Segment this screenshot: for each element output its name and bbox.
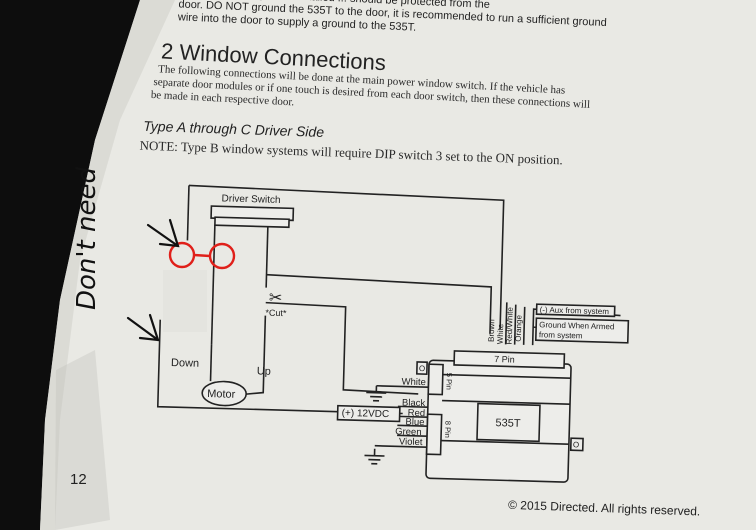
motor-lead-right (246, 367, 265, 395)
module-line-1 (442, 373, 571, 379)
wire-label-black: Black (402, 397, 426, 409)
outer-wire-top (188, 184, 505, 330)
page-curl-shade (40, 0, 175, 530)
switch-leg-down (210, 225, 216, 345)
switch-leg-up-upper (265, 226, 269, 288)
mount-tab-left (415, 361, 428, 375)
aux-label-box (535, 303, 616, 318)
arrow-lower-head (138, 313, 160, 342)
power-label: (+) 12VDC (342, 408, 390, 420)
ground-label-1: Ground When Armed (539, 320, 614, 331)
wire-label-red-white: Red/White (505, 306, 515, 344)
mount-tab-left-label: O (419, 364, 425, 373)
pin7-label: 7 Pin (494, 354, 515, 365)
module-line-3 (440, 439, 569, 445)
handwritten-note: Don't need (72, 167, 102, 310)
up-label: Up (257, 365, 271, 377)
driver-switch-base (214, 216, 290, 229)
arrow-upper-shaft (146, 223, 180, 248)
wire-to-orange (266, 273, 493, 334)
wiring-diagram: Driver Switch Motor Down Up ✂ *Cut* (156, 184, 630, 483)
motor-label: Motor (207, 388, 236, 401)
wire-drop-brown (504, 302, 508, 345)
aux-label: (-) Aux from system (540, 305, 610, 316)
power-label-box (336, 404, 401, 423)
wire-label-violet: Violet (399, 436, 423, 448)
wire-label-red: Red (408, 408, 426, 419)
connector-7pin (453, 350, 566, 369)
module-line-2 (442, 399, 571, 405)
wire-label-green: Green (395, 426, 422, 438)
wire-label-white-top: White (496, 323, 506, 344)
wire-white (376, 384, 429, 389)
connector-5pin (427, 363, 444, 396)
wire-label-white: White (401, 376, 426, 388)
down-label: Down (171, 357, 199, 370)
handwritten-arrows (126, 218, 180, 342)
ground-symbol-lower (364, 448, 385, 465)
outer-wire-left-lower (156, 319, 403, 415)
mount-tab-right-label: O (573, 440, 579, 449)
pin8-label: 8 Pin (443, 421, 452, 438)
red-circle-annotation (168, 241, 236, 270)
copyright: © 2015 Directed. All rights reserved. (508, 498, 701, 519)
ground-symbol-upper (366, 385, 387, 402)
wire-label-brown: Brown (487, 319, 497, 342)
pin5-label: 5 Pin (444, 373, 453, 390)
subheading: Type A through C Driver Side (143, 118, 324, 140)
wire-black (397, 405, 428, 409)
motor-lead-left (209, 344, 213, 382)
mount-tab-right (569, 437, 584, 452)
switch-leg-up-lower (263, 315, 267, 368)
wire-cut-to-module (265, 301, 419, 395)
arrow-lower-shaft (126, 316, 160, 342)
cut-label: *Cut* (265, 308, 287, 319)
wire-green (397, 434, 428, 437)
arrow-upper-head (158, 218, 180, 248)
outer-wire-left-upper (186, 185, 190, 241)
wire-violet (374, 444, 427, 448)
top-text-block: The 535T is going to be installed ... sh… (176, 0, 607, 34)
module-label: 535T (495, 417, 521, 430)
ground-label-box (534, 317, 630, 344)
wire-red (397, 415, 428, 419)
driver-switch-label: Driver Switch (221, 193, 280, 206)
lower-left-shadow (55, 350, 110, 530)
wire-label-orange: Orange (514, 314, 524, 341)
wire-drop-white (513, 304, 517, 345)
ground-label-2: from system (539, 330, 583, 340)
connector-8pin (425, 413, 443, 456)
red-connector-line (193, 253, 211, 258)
wire-label-blue: Blue (405, 417, 424, 429)
whiteout-patch (163, 270, 207, 332)
scissors-icon: ✂ (269, 290, 283, 307)
wire-blue (397, 424, 428, 427)
module-label-box (476, 402, 541, 443)
wire-drop-red-white (522, 306, 526, 345)
page-number: 12 (70, 471, 87, 488)
